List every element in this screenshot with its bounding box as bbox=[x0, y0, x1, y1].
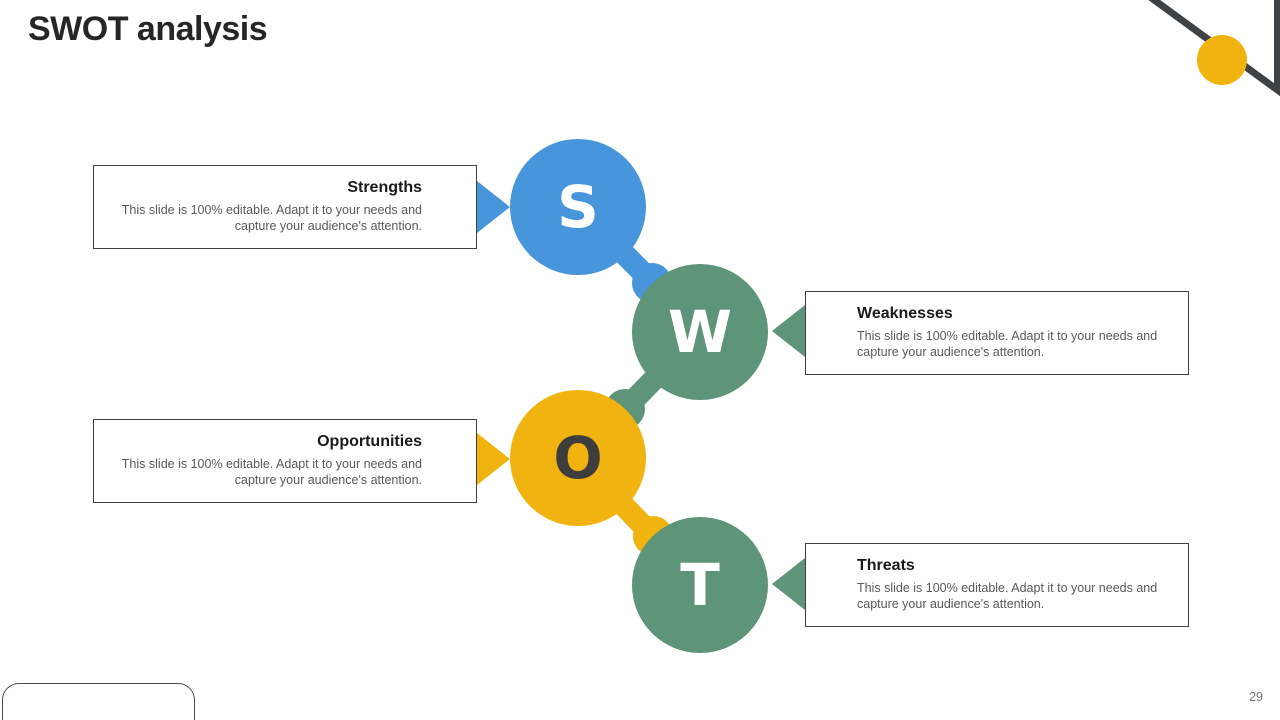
swot-circle-w[interactable] bbox=[632, 264, 768, 400]
swot-circle-o[interactable] bbox=[510, 390, 646, 526]
corner-accent-circle bbox=[1197, 35, 1247, 85]
opportunities-card[interactable]: Opportunities This slide is 100% editabl… bbox=[93, 419, 477, 503]
weaknesses-arrow-icon bbox=[772, 305, 805, 357]
threats-arrow-icon bbox=[772, 558, 805, 610]
weaknesses-description: This slide is 100% editable. Adapt it to… bbox=[857, 329, 1158, 359]
opportunities-description: This slide is 100% editable. Adapt it to… bbox=[121, 457, 422, 487]
swot-circle-t[interactable] bbox=[632, 517, 768, 653]
page-number: 29 bbox=[1249, 690, 1263, 704]
strengths-arrow-icon bbox=[477, 181, 510, 233]
strengths-card[interactable]: Strengths This slide is 100% editable. A… bbox=[93, 165, 477, 249]
threats-description: This slide is 100% editable. Adapt it to… bbox=[857, 581, 1158, 611]
opportunities-heading: Opportunities bbox=[317, 433, 422, 450]
weaknesses-card[interactable]: Weaknesses This slide is 100% editable. … bbox=[805, 291, 1189, 375]
page-title: SWOT analysis bbox=[28, 10, 268, 48]
strengths-heading: Strengths bbox=[347, 179, 422, 196]
footer-placeholder-shape bbox=[2, 683, 195, 720]
corner-decoration-line bbox=[1148, 0, 1280, 97]
weaknesses-heading: Weaknesses bbox=[857, 305, 953, 322]
threats-heading: Threats bbox=[857, 557, 915, 574]
opportunities-arrow-icon bbox=[477, 433, 510, 485]
threats-card[interactable]: Threats This slide is 100% editable. Ada… bbox=[805, 543, 1189, 627]
strengths-description: This slide is 100% editable. Adapt it to… bbox=[121, 203, 422, 233]
swot-circle-s[interactable] bbox=[510, 139, 646, 275]
